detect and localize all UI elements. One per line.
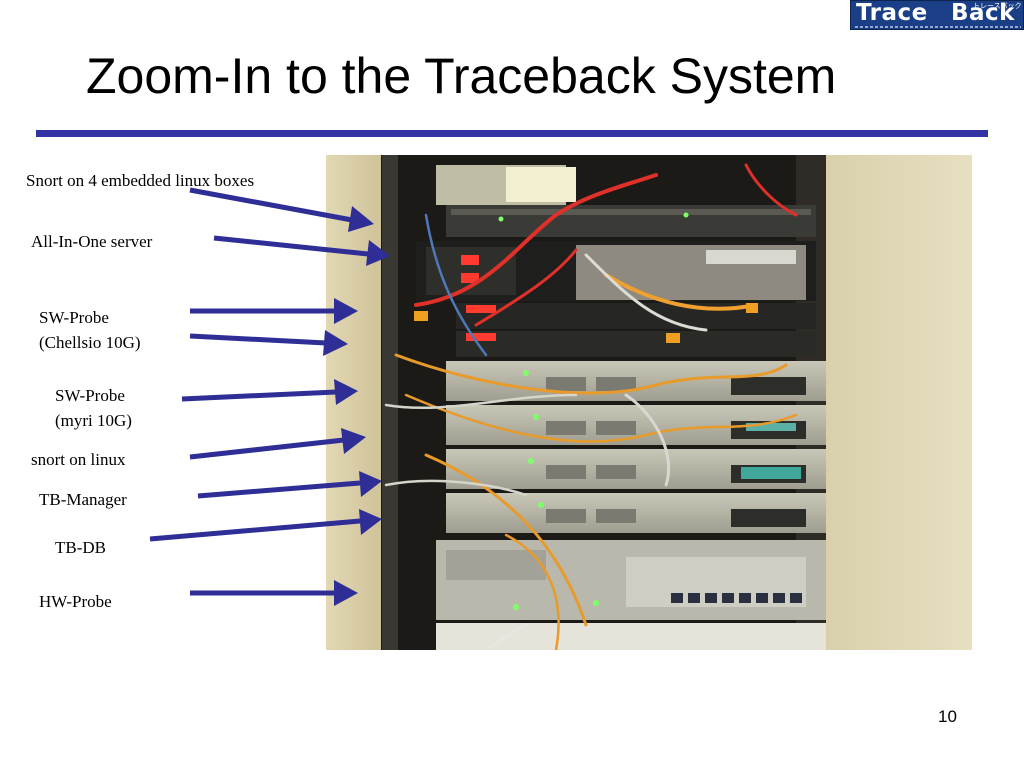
label-snort-embedded: Snort on 4 embedded linux boxes (26, 171, 255, 190)
logo-word-trace: Trace (856, 0, 928, 26)
slide-title: Zoom-In to the Traceback System (86, 48, 837, 104)
label-hw-probe: HW-Probe (39, 592, 112, 611)
server-rack-photo (326, 155, 972, 650)
label-snort-on-linux: snort on linux (31, 450, 126, 469)
label-sw-probe-myri-line1: SW-Probe (55, 386, 125, 405)
page-number: 10 (938, 707, 957, 726)
arrow-sw-probe-myri (181, 379, 358, 405)
label-sw-probe-chelsio-line2: (Chellsio 10G) (39, 333, 141, 352)
label-sw-probe-chelsio-line1: SW-Probe (39, 308, 109, 327)
label-tb-manager: TB-Manager (39, 490, 127, 509)
arrow-all-in-one-server (213, 235, 390, 266)
label-tb-db: TB-DB (55, 538, 106, 557)
title-underline (36, 130, 988, 137)
arrow-hw-probe (190, 580, 358, 606)
arrow-sw-probe-chelsio-2 (189, 330, 348, 356)
arrow-tb-db (149, 509, 382, 542)
arrow-snort-on-linux (189, 428, 366, 460)
logo-fine-print (855, 26, 1021, 28)
arrow-sw-probe-chelsio-1 (190, 298, 358, 324)
label-all-in-one-server: All-In-One server (31, 232, 153, 251)
arrow-snort-embedded (189, 187, 374, 232)
label-sw-probe-myri-line2: (myri 10G) (55, 411, 132, 430)
rack-illustration (326, 155, 972, 650)
traceback-logo: Trace トレースバック Back (850, 0, 1024, 30)
arrow-tb-manager (197, 471, 382, 499)
logo-katakana: トレースバック (973, 2, 1022, 10)
logo-word-back: Back (951, 0, 1015, 26)
